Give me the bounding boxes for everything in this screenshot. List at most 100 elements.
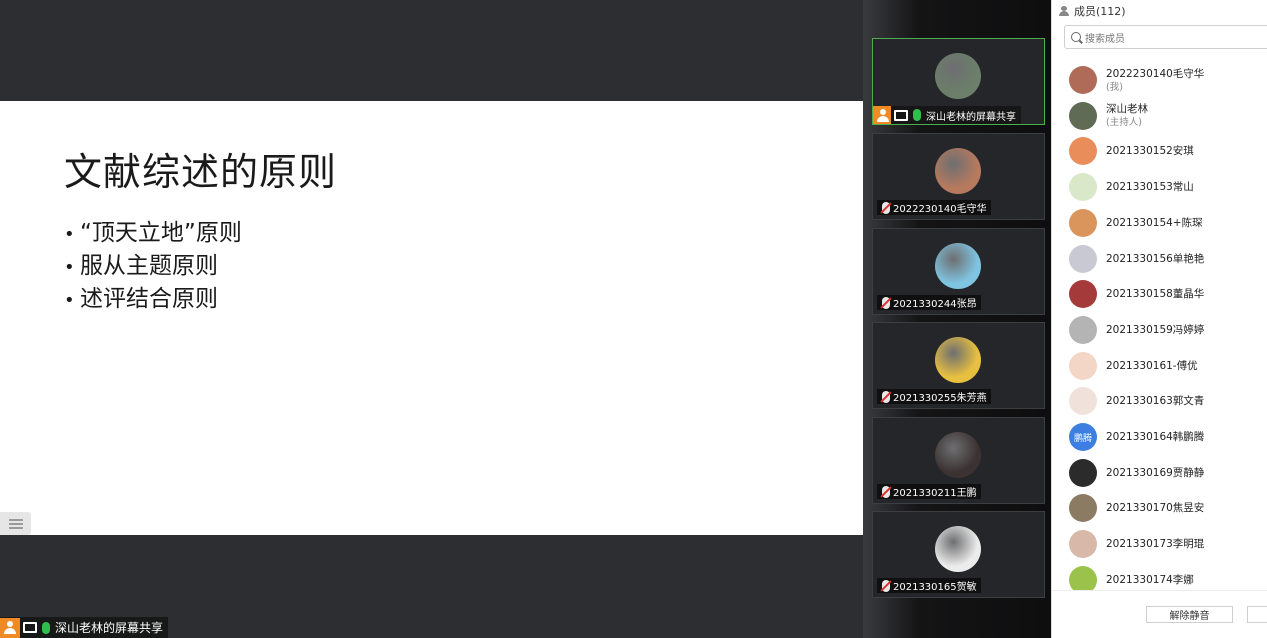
tile-label: 2022230140毛守华	[877, 200, 991, 215]
member-row[interactable]: 2021330158董晶华	[1069, 276, 1204, 312]
avatar	[1069, 280, 1097, 309]
slide-title: 文献综述的原则	[64, 150, 338, 194]
video-tile-strip: 深山老林的屏幕共享 2022230140毛守华 2021330244张昂 202…	[863, 0, 1051, 638]
mic-muted-icon	[882, 390, 890, 403]
avatar	[1069, 244, 1097, 273]
bullet-dot: •	[64, 224, 75, 245]
member-name: 2021330152安琪	[1106, 145, 1194, 158]
tile-label: 2021330165贺敏	[877, 578, 981, 593]
member-name: 2021330164韩鹏腾	[1106, 431, 1205, 443]
member-row[interactable]: 2021330153常山	[1069, 169, 1194, 205]
tile-name: 2021330165贺敏	[893, 582, 977, 593]
slide-bullet: •述评结合原则	[64, 283, 242, 316]
mic-muted-icon	[882, 485, 890, 498]
avatar	[935, 337, 981, 383]
member-row[interactable]: 2021330174李娜	[1069, 562, 1194, 590]
member-panel-header: 成员(112)	[1058, 4, 1126, 18]
avatar	[1069, 565, 1097, 590]
member-row[interactable]: 2021330170焦昱安	[1069, 490, 1204, 526]
slide-bullet-list: •“顶天立地”原则 •服从主题原则 •述评结合原则	[64, 217, 242, 316]
slide-bullet-text: “顶天立地”原则	[80, 220, 242, 246]
member-info: 2021330173李明琨	[1106, 537, 1204, 551]
avatar	[1069, 137, 1097, 166]
video-tile[interactable]: 2021330244张昂	[872, 228, 1045, 315]
member-info: 2021330161-傅优	[1106, 359, 1198, 373]
avatar	[1069, 66, 1097, 94]
screen-share-icon	[894, 109, 908, 121]
video-tile[interactable]: 深山老林的屏幕共享	[872, 38, 1045, 125]
member-info: 2021330164韩鹏腾	[1106, 430, 1204, 444]
member-row[interactable]: 2021330169贾静静	[1069, 455, 1204, 491]
slide-bullet: •“顶天立地”原则	[64, 217, 242, 250]
member-row[interactable]: 2021330152安琪	[1069, 133, 1194, 169]
presentation-slide: 文献综述的原则 •“顶天立地”原则 •服从主题原则 •述评结合原则	[0, 101, 863, 535]
mic-icon	[42, 621, 50, 634]
bullet-dot: •	[64, 257, 75, 278]
avatar	[935, 243, 981, 289]
member-row[interactable]: 2021330159冯婷婷	[1069, 312, 1204, 348]
member-row[interactable]: 2021330163郭文青	[1069, 383, 1204, 419]
video-tile[interactable]: 2021330165贺敏	[872, 511, 1045, 598]
member-name: 2021330174李娜	[1106, 573, 1194, 586]
avatar: 鹏腾	[1069, 423, 1097, 451]
search-placeholder: 搜索成员	[1085, 33, 1125, 45]
member-row[interactable]: 2021330154+陈琛	[1069, 205, 1203, 241]
member-row[interactable]: 鹏腾 2021330164韩鹏腾	[1069, 419, 1204, 455]
member-info: 2021330163郭文青	[1106, 394, 1204, 408]
bullet-dot: •	[64, 290, 75, 311]
member-info: 2021330170焦昱安	[1106, 501, 1204, 515]
share-source-text: 深山老林的屏幕共享	[55, 621, 164, 635]
member-panel-footer: 解除静音	[1052, 590, 1267, 638]
member-name: 2021330169贾静静	[1106, 466, 1205, 479]
more-actions-button[interactable]	[1247, 606, 1267, 623]
member-info: 2021330152安琪	[1106, 144, 1194, 158]
person-icon	[1058, 6, 1070, 16]
avatar	[1069, 315, 1097, 344]
member-name: 2022230140毛守华	[1106, 67, 1205, 80]
member-row[interactable]: 深山老林(主持人)	[1069, 98, 1148, 134]
avatar	[1069, 351, 1097, 380]
member-row[interactable]: 2021330173李明琨	[1069, 526, 1204, 562]
member-info: 2021330159冯婷婷	[1106, 323, 1204, 337]
member-name: 2021330173李明琨	[1106, 538, 1205, 551]
member-info: 2021330158董晶华	[1106, 287, 1204, 301]
video-tile[interactable]: 2022230140毛守华	[872, 133, 1045, 220]
member-search-input[interactable]: 搜索成员	[1064, 25, 1267, 49]
tile-label: 深山老林的屏幕共享	[873, 106, 1021, 124]
slide-bullet-text: 述评结合原则	[80, 286, 218, 312]
member-count-title: 成员(112)	[1074, 5, 1126, 18]
unmute-button[interactable]: 解除静音	[1146, 606, 1233, 623]
tile-label: 2021330211王鹏	[877, 484, 981, 499]
video-tile[interactable]: 2021330211王鹏	[872, 417, 1045, 504]
list-icon	[8, 522, 23, 525]
avatar	[1069, 101, 1097, 130]
member-name: 深山老林	[1106, 103, 1148, 116]
member-list[interactable]: 2022230140毛守华(我) 深山老林(主持人) 2021330152安琪 202…	[1052, 58, 1267, 590]
avatar	[935, 526, 981, 572]
outline-menu-button[interactable]	[0, 512, 31, 535]
member-row[interactable]: 2021330161-傅优	[1069, 348, 1198, 384]
member-info: 2021330174李娜	[1106, 573, 1194, 587]
tile-label: 2021330255朱芳燕	[877, 389, 991, 404]
video-tile[interactable]: 2021330255朱芳燕	[872, 322, 1045, 409]
member-name: 2021330170焦昱安	[1106, 502, 1205, 515]
member-name: 2021330163郭文青	[1106, 395, 1205, 408]
member-row[interactable]: 2021330156单艳艳	[1069, 241, 1204, 277]
avatar	[935, 432, 981, 478]
member-name: 2021330161-傅优	[1106, 359, 1198, 372]
avatar	[1069, 458, 1097, 487]
slide-bullet-text: 服从主题原则	[80, 253, 218, 279]
member-panel: 成员(112) 搜索成员 2022230140毛守华(我)深山老林(主持人)20…	[1051, 0, 1267, 638]
member-info: 2021330153常山	[1106, 180, 1194, 194]
member-info: 2022230140毛守华(我)	[1106, 67, 1204, 94]
mic-muted-icon	[882, 579, 890, 592]
mic-muted-icon	[882, 296, 890, 309]
shared-screen-area: 文献综述的原则 •“顶天立地”原则 •服从主题原则 •述评结合原则 深山老林的屏…	[0, 101, 863, 638]
member-role: (主持人)	[1106, 117, 1142, 129]
avatar	[935, 148, 981, 194]
member-row[interactable]: 2022230140毛守华(我)	[1069, 62, 1204, 98]
mic-muted-icon	[882, 201, 890, 214]
screen-share-icon	[23, 622, 37, 633]
member-name: 2021330158董晶华	[1106, 288, 1205, 301]
